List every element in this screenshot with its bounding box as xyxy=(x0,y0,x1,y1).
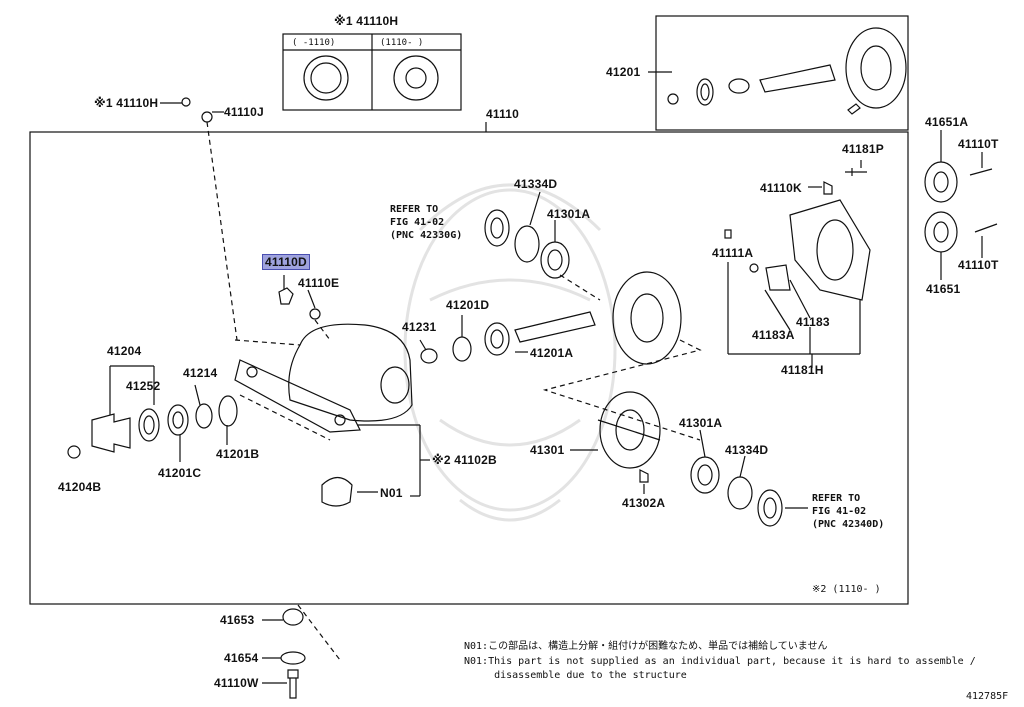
main-assembly-box xyxy=(29,131,909,605)
refer-fig-bot-2[interactable]: FIG 41-02 xyxy=(812,506,867,517)
part-41201A-mid[interactable]: 41201A xyxy=(530,346,574,360)
part-41110W[interactable]: 41110W xyxy=(214,676,259,690)
part-41252[interactable]: 41252 xyxy=(126,379,161,393)
part-41181P[interactable]: 41181P xyxy=(842,142,884,156)
note-n01-japanese: N01:この部品は、構造上分解・組付けが困難なため、単品では補給していません xyxy=(464,641,828,652)
part-41110H[interactable]: ※1 41110H xyxy=(94,96,159,110)
part-41301[interactable]: 41301 xyxy=(530,443,565,457)
part-41111A[interactable]: 41111A xyxy=(712,246,754,260)
part-41653[interactable]: 41653 xyxy=(220,613,255,627)
note-ref-N01[interactable]: N01 xyxy=(380,486,403,500)
refer-fig-bot-1: REFER TO xyxy=(812,493,861,504)
part-41301A-top[interactable]: 41301A xyxy=(547,207,591,221)
inset-range-late: (1110- ) xyxy=(380,38,424,48)
part-41181H[interactable]: 41181H xyxy=(781,363,824,377)
inset-range-early: ( -1110) xyxy=(292,38,336,48)
note-n01-english-1: N01:This part is not supplied as an indi… xyxy=(464,656,976,667)
part-41201[interactable]: 41201 xyxy=(606,65,641,79)
part-41110T-a[interactable]: 41110T xyxy=(958,137,999,151)
refer-fig-top-2[interactable]: FIG 41-02 xyxy=(390,217,445,228)
part-41183A[interactable]: 41183A xyxy=(752,328,795,342)
part-41301A-bot[interactable]: 41301A xyxy=(679,416,723,430)
part-41334D-top[interactable]: 41334D xyxy=(514,177,558,191)
part-41110[interactable]: 41110 xyxy=(486,107,520,121)
refer-fig-bot-3[interactable]: (PNC 42340D) xyxy=(812,519,885,530)
part-41102B[interactable]: ※2 41102B xyxy=(432,453,497,467)
part-41204[interactable]: 41204 xyxy=(107,344,142,358)
watermark-emblem xyxy=(403,183,617,522)
part-41214[interactable]: 41214 xyxy=(183,366,218,380)
part-41651A[interactable]: 41651A xyxy=(925,115,969,129)
part-41201C[interactable]: 41201C xyxy=(158,466,202,480)
figure-id: 412785F xyxy=(966,691,1009,702)
part-41110E[interactable]: 41110E xyxy=(298,276,340,290)
part-41183[interactable]: 41183 xyxy=(796,315,830,329)
refer-fig-top-1: REFER TO xyxy=(390,204,439,215)
part-41110K[interactable]: 41110K xyxy=(760,181,802,195)
part-41110D[interactable]: 41110D xyxy=(262,254,310,270)
part-41334D-bot[interactable]: 41334D xyxy=(725,443,769,457)
part-41201B[interactable]: 41201B xyxy=(216,447,260,461)
footnote-range: ※2 (1110- ) xyxy=(812,584,881,595)
part-41302A[interactable]: 41302A xyxy=(622,496,666,510)
part-41231[interactable]: 41231 xyxy=(402,320,437,334)
refer-fig-top-3[interactable]: (PNC 42330G) xyxy=(390,230,463,241)
part-41110J[interactable]: 41110J xyxy=(224,105,264,119)
part-41654[interactable]: 41654 xyxy=(224,651,259,665)
inset-box-41201 xyxy=(655,15,909,131)
note-n01-english-2: disassemble due to the structure xyxy=(464,670,687,681)
part-41110T-b[interactable]: 41110T xyxy=(958,258,999,272)
differential-cover xyxy=(789,199,871,301)
part-41110H-inset[interactable]: ※1 41110H xyxy=(334,14,399,28)
part-41651[interactable]: 41651 xyxy=(926,282,961,296)
differential-carrier xyxy=(288,323,413,422)
part-41201D[interactable]: 41201D xyxy=(446,298,490,312)
part-41204B[interactable]: 41204B xyxy=(58,480,102,494)
